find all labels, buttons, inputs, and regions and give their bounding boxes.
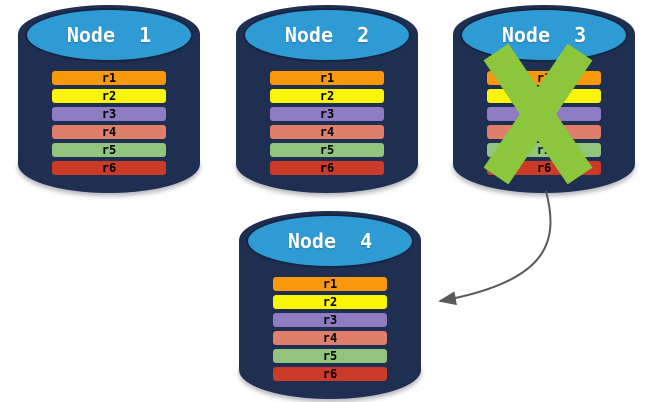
node-3-replica-list: r1 r2 r3 r4 r5 r6 xyxy=(487,71,601,175)
replica-row: r2 xyxy=(273,295,387,309)
replica-row: r4 xyxy=(270,125,384,139)
replication-arrow xyxy=(438,190,552,306)
replica-row: r4 xyxy=(487,125,601,139)
replica-row: r3 xyxy=(487,107,601,121)
replica-row: r1 xyxy=(270,71,384,85)
node-4-cylinder: Node 4 r1 r2 r3 r4 r5 r6 xyxy=(239,211,421,399)
replica-row: r6 xyxy=(487,161,601,175)
replica-row: r3 xyxy=(270,107,384,121)
replica-row: r2 xyxy=(52,89,166,103)
node-4-title: Node 4 xyxy=(287,229,373,253)
node-1-title: Node 1 xyxy=(66,23,152,47)
node-2-cylinder: Node 2 r1 r2 r3 r4 r5 r6 xyxy=(236,5,418,193)
node-3-cap: Node 3 xyxy=(460,8,628,62)
replica-row: r2 xyxy=(487,89,601,103)
replica-row: r4 xyxy=(52,125,166,139)
node-2-cap: Node 2 xyxy=(243,8,411,62)
node-3-cylinder: Node 3 r1 r2 r3 r4 r5 r6 xyxy=(453,5,635,193)
node-2-title: Node 2 xyxy=(284,23,370,47)
replica-row: r3 xyxy=(273,313,387,327)
replica-row: r1 xyxy=(487,71,601,85)
replica-row: r5 xyxy=(270,143,384,157)
node-2-replica-list: r1 r2 r3 r4 r5 r6 xyxy=(270,71,384,175)
replica-row: r1 xyxy=(273,277,387,291)
node-3-title: Node 3 xyxy=(501,23,587,47)
node-4-replica-list: r1 r2 r3 r4 r5 r6 xyxy=(273,277,387,381)
node-4-cap: Node 4 xyxy=(246,214,414,268)
replica-row: r6 xyxy=(52,161,166,175)
replica-row: r5 xyxy=(487,143,601,157)
replica-row: r1 xyxy=(52,71,166,85)
replica-row: r5 xyxy=(273,349,387,363)
replica-row: r5 xyxy=(52,143,166,157)
node-1-replica-list: r1 r2 r3 r4 r5 r6 xyxy=(52,71,166,175)
replica-row: r6 xyxy=(270,161,384,175)
replica-row: r4 xyxy=(273,331,387,345)
replica-row: r3 xyxy=(52,107,166,121)
replica-row: r6 xyxy=(273,367,387,381)
node-1-cylinder: Node 1 r1 r2 r3 r4 r5 r6 xyxy=(18,5,200,193)
node-1-cap: Node 1 xyxy=(25,8,193,62)
replica-row: r2 xyxy=(270,89,384,103)
